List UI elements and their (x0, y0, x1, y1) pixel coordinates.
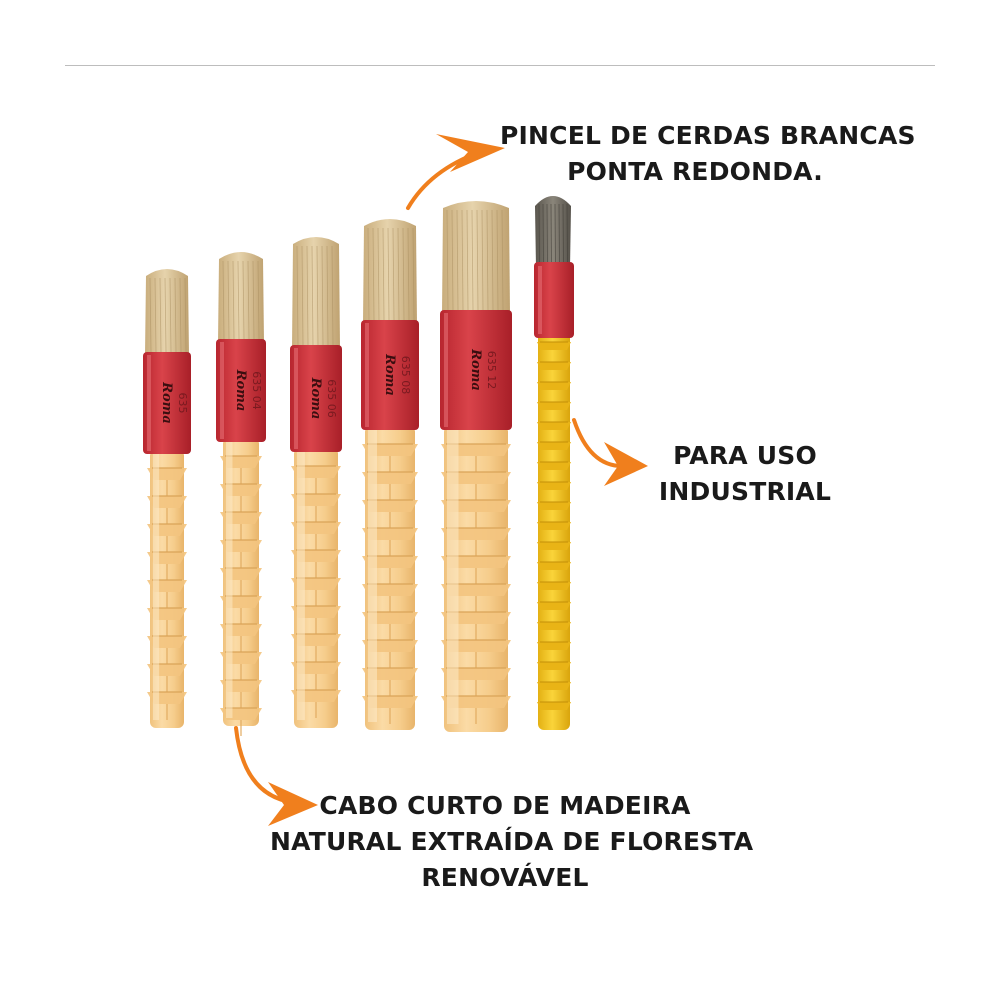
red-ferrule (440, 310, 512, 430)
caption-bottom-line-2: NATURAL EXTRAÍDA DE FLORESTA (270, 827, 754, 856)
caption-bottom-line-1: CABO CURTO DE MADEIRA (319, 791, 691, 820)
caption-right-line-1: PARA USO (673, 441, 817, 470)
red-ferrule (290, 345, 342, 452)
dark-bristles (535, 196, 571, 268)
caption-industrial-use: PARA USO INDUSTRIAL (625, 438, 865, 510)
caption-white-bristles: PINCEL DE CERDAS BRANCAS PONTA REDONDA. (500, 118, 916, 190)
bristles (145, 269, 189, 356)
top-divider-line (65, 65, 935, 66)
model-code: 635 12 (485, 351, 498, 390)
red-ferrule (216, 339, 266, 442)
caption-top-line-1: PINCEL DE CERDAS BRANCAS (500, 121, 916, 150)
brand-logo: Roma (308, 377, 323, 420)
brand-logo: Roma (382, 353, 397, 396)
red-ferrule (361, 320, 419, 430)
caption-top-line-2: PONTA REDONDA. (567, 157, 823, 186)
model-code: 635 08 (399, 356, 412, 395)
model-code: 635 06 (325, 379, 338, 418)
caption-wood-handle: CABO CURTO DE MADEIRA NATURAL EXTRAÍDA D… (270, 788, 754, 896)
bristles (218, 252, 264, 343)
arrow-to-bristles-icon (406, 134, 505, 210)
caption-bottom-line-3: RENOVÁVEL (421, 863, 589, 892)
industrial-brush (534, 196, 574, 730)
brand-logo: Roma (233, 369, 248, 412)
caption-right-line-2: INDUSTRIAL (658, 477, 832, 506)
brand-logo: Roma (468, 348, 483, 391)
arrow-to-industrial-icon (572, 418, 648, 486)
brand-logo: Roma (159, 381, 174, 424)
arrow-to-handle-icon (234, 726, 318, 826)
red-ferrule (143, 352, 191, 454)
model-code: 635 (176, 393, 189, 414)
red-ferrule (534, 262, 574, 338)
model-code: 635 04 (250, 371, 263, 410)
